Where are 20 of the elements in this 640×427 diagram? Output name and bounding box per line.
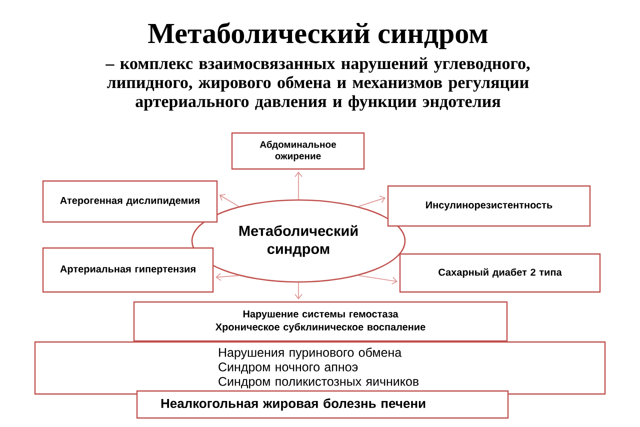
text-box: Артериальная гипертензия [42,247,214,293]
list-item: Нарушения пуринового обмена [219,348,402,360]
arrow [219,194,240,207]
arrow [358,196,386,207]
arrow [216,273,240,281]
text-box: Неалкогольная жировая болезнь печени [136,390,509,419]
arrow [294,282,302,300]
text-box: Абдоминальное ожирение [231,132,365,170]
text-box: Инсулинорезистентность [387,185,591,227]
list-box [133,301,508,342]
list-item: Хроническое субклиническое воспаление [216,323,426,332]
definition-text: – комплекс взаимосвязанных нарушений углеводного, липидного, жирового обмена и механизмов регуляции артериального давления и функции эндотелия [106,57,530,111]
list-item: Синдром ночного апноэ [218,362,358,374]
text-box: Атерогенная дислипидемия [42,180,218,223]
list-item: Нарушение системы гемостаза [243,310,398,320]
arrow [358,275,398,285]
arrow [294,172,302,200]
list-item: Синдром поликистозных яичников [218,377,419,388]
title: Метаболический синдром [148,22,488,50]
text-box: Сахарный диабет 2 типа [399,253,601,293]
